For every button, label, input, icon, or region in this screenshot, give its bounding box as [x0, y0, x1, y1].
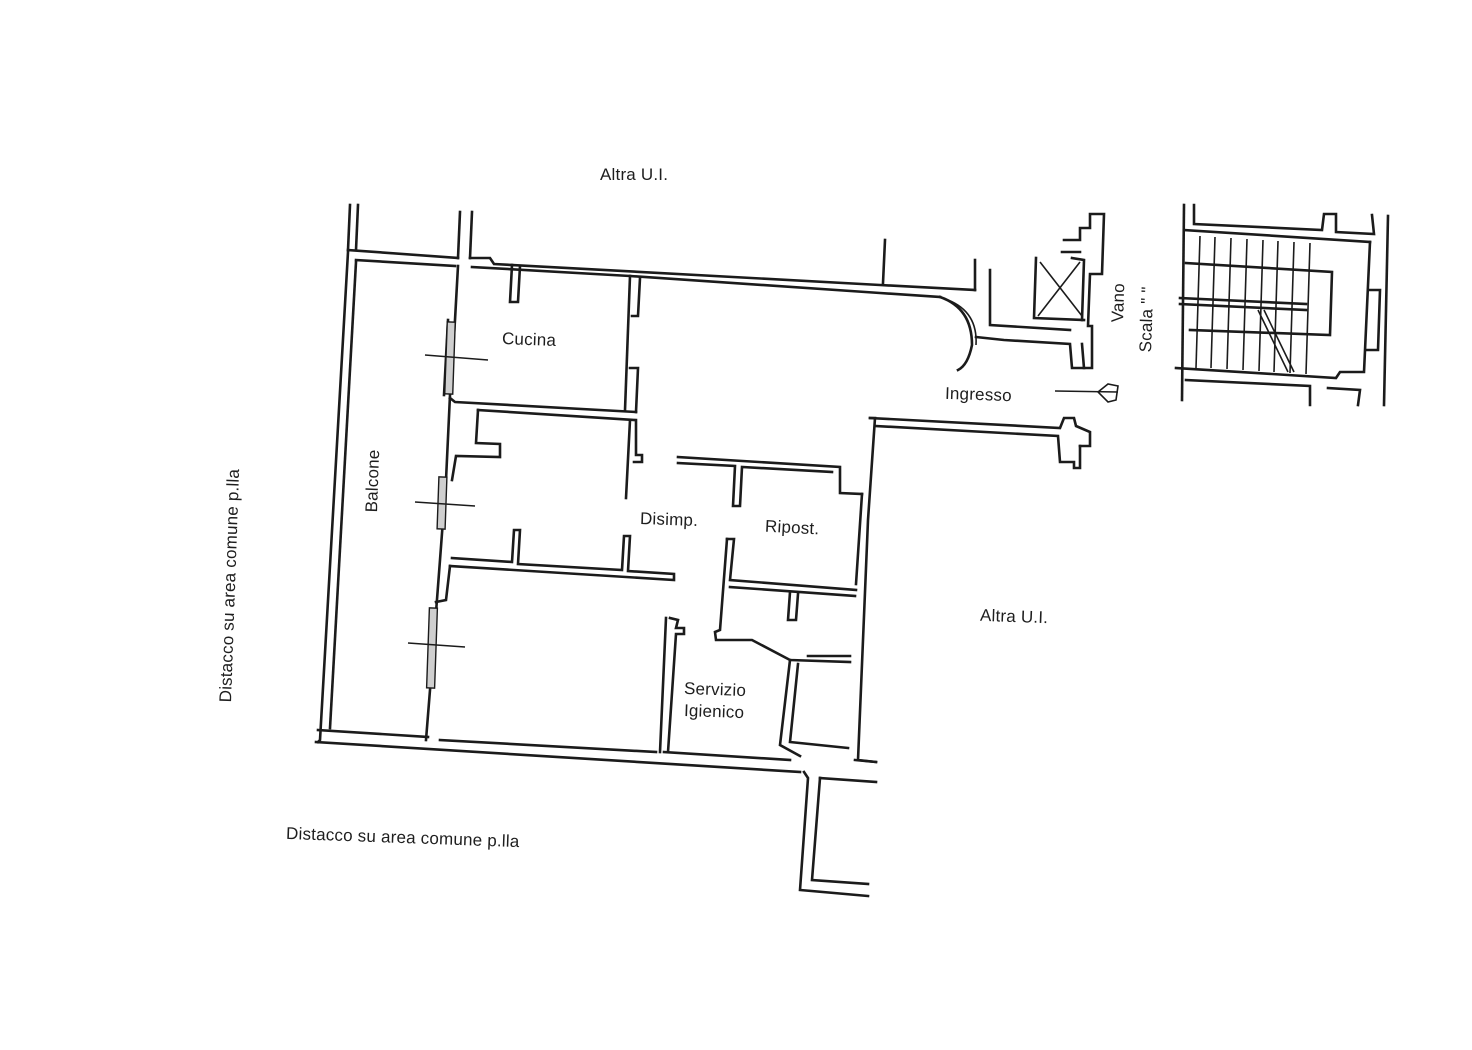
window-kitchen: [444, 321, 456, 395]
section-mark: [407, 642, 466, 648]
label-cucina: Cucina: [501, 329, 557, 350]
balcony-wall: [407, 264, 489, 742]
lift-shaft: [1032, 212, 1106, 370]
outer-walls: [314, 203, 977, 898]
label-balcone: Balcone: [362, 449, 384, 513]
staircase: [1174, 203, 1390, 407]
label-igienico: Igienico: [683, 700, 745, 723]
window-bedroom: [425, 607, 439, 689]
label-vano: Vano: [1108, 282, 1129, 323]
kitchen-walls: [448, 263, 642, 422]
section-mark: [414, 501, 476, 507]
label-disimpegno: Disimp.: [639, 508, 699, 531]
label-altra-ui-right: Altra U.I.: [979, 605, 1049, 628]
entrance-walls: [868, 268, 1092, 470]
entrance-arrow-icon: [1054, 383, 1119, 403]
service-walls: [658, 416, 878, 764]
room-walls: [434, 408, 676, 604]
stair-treads: [1195, 235, 1311, 375]
label-ingresso: Ingresso: [944, 383, 1013, 406]
label-servizio: Servizio: [683, 678, 747, 701]
label-altra-ui-top: Altra U.I.: [600, 165, 669, 184]
section-mark: [424, 354, 489, 361]
label-scala: Scala " ": [1136, 286, 1158, 353]
label-ripostiglio: Ripost.: [764, 516, 820, 539]
